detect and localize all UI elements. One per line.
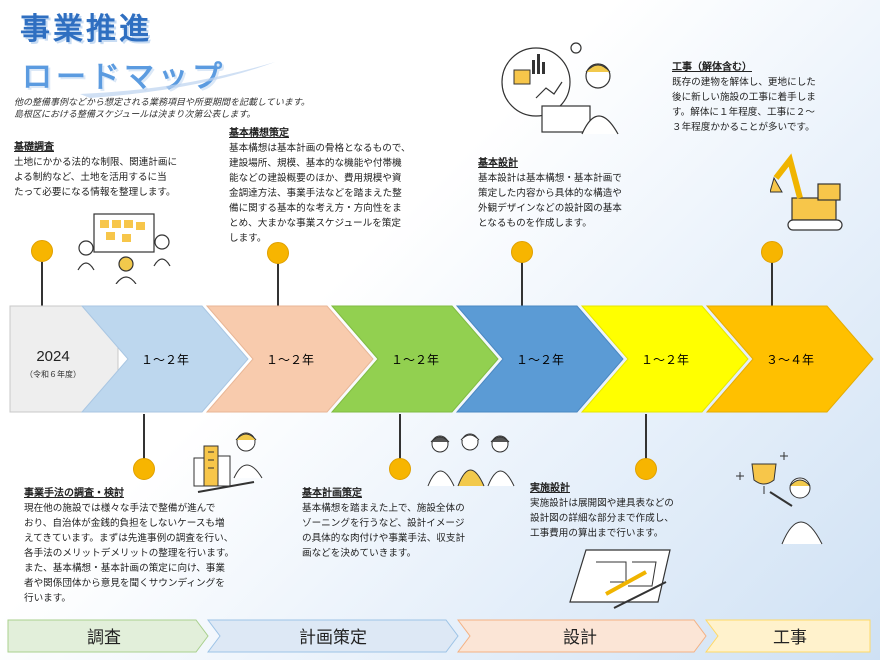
step-text: 行います。 xyxy=(24,593,72,604)
timeline-chevron xyxy=(205,305,374,413)
timeline-chevron xyxy=(80,305,249,413)
connector-line xyxy=(771,262,773,306)
milestone-dot xyxy=(635,458,657,480)
timeline-chevron xyxy=(330,305,499,413)
phase-label: 設計 xyxy=(563,628,597,648)
step-text: 能などの建設概要のほか、費用規模や資 xyxy=(229,173,402,184)
meeting-people-illustration xyxy=(77,213,171,284)
step-method-survey: 事業手法の調査・検討 現在他の施設では様々な手法で整備が進んで おり、自治体が金… xyxy=(24,486,294,606)
phase-chevron xyxy=(207,619,459,653)
step-heading: 工事（解体含む） xyxy=(672,62,752,73)
step-heading: 事業手法の調査・検討 xyxy=(24,488,124,499)
timeline-chevrons: 2024 （令和６年度） １～２年 １～２年 １～２年 １～２年 １～２年 ３～… xyxy=(9,305,874,413)
step-text: 備に関する基本的な考え方・方向性をま xyxy=(229,203,402,214)
analysis-worker-illustration xyxy=(501,42,619,135)
step-text: 各手法のメリットデメリットの整理を行います。 xyxy=(24,548,235,559)
step-text: たって必要になる情報を整理します。 xyxy=(14,187,176,198)
phase-chevron xyxy=(7,619,209,653)
duration-label: １～２年 xyxy=(516,353,564,367)
milestone-dot xyxy=(761,241,783,263)
timeline-chevron xyxy=(580,305,749,413)
intro-note: 他の整備事例などから想定される業務項目や所要期間を記載しています。 島根区におけ… xyxy=(14,97,354,121)
duration-label: １～２年 xyxy=(141,353,189,367)
step-construction: 工事（解体含む） 既存の建物を解体し、更地にした 後に新しい施設の工事に着手しま… xyxy=(672,60,872,135)
engineers-team-illustration xyxy=(427,433,515,487)
blueprint-illustration xyxy=(569,549,671,609)
timeline-start-sub: （令和６年度） xyxy=(25,369,81,379)
timeline-chevron xyxy=(455,305,624,413)
step-text: 外観デザインなどの設計図の基本 xyxy=(478,203,622,214)
duration-label: １～２年 xyxy=(391,353,439,367)
step-text: します。 xyxy=(229,233,267,244)
milestone-dot xyxy=(389,458,411,480)
step-detailed-design: 実施設計 実施設計は展開図や建具表などの 設計図の詳細な部分まで作成し、 工事費… xyxy=(530,481,730,541)
connector-line xyxy=(143,414,145,460)
trophy-person-illustration xyxy=(736,452,823,545)
phase-label: 工事 xyxy=(773,628,807,648)
phase-label: 調査 xyxy=(87,628,121,648)
intro-note-line2: 島根区における整備スケジュールは決まり次第公表します。 xyxy=(14,110,256,120)
connector-line xyxy=(399,414,401,460)
step-text: 基本構想は基本計画の骨格となるもので、 xyxy=(229,143,411,154)
step-basic-survey: 基礎調査 土地にかかる法的な制限、関連計画に よる制約など、土地を活用するに当 … xyxy=(14,140,224,200)
duration-label: ３～４年 xyxy=(766,353,814,367)
intro-note-line1: 他の整備事例などから想定される業務項目や所要期間を記載しています。 xyxy=(14,98,310,108)
step-text: 実施設計は展開図や建具表などの xyxy=(530,498,674,509)
step-text: 設計図の詳細な部分まで作成し、 xyxy=(530,513,674,524)
step-text: おり、自治体が金銭的負担をしないケースも増 xyxy=(24,518,225,529)
step-text: えてきています。まずは先進事例の調査を行い、 xyxy=(24,533,234,544)
step-text: 工事費用の算出まで行います。 xyxy=(530,528,664,539)
step-heading: 基本計画策定 xyxy=(302,488,362,499)
page-title: 事業推進 xyxy=(20,12,152,47)
phase-bar: 調査 計画策定 設計 工事 xyxy=(7,619,871,653)
step-heading: 基礎調査 xyxy=(14,142,54,153)
phase-chevron xyxy=(457,619,707,653)
duration-label: １～２年 xyxy=(641,353,689,367)
phase-label: 計画策定 xyxy=(299,628,367,648)
step-text: 策定した内容から具体的な構造や xyxy=(478,188,622,199)
step-text: 基本構想を踏まえた上で、施設全体の xyxy=(302,503,465,514)
timeline-start-year: 2024 xyxy=(36,348,69,365)
step-heading: 基本構想策定 xyxy=(229,128,289,139)
step-heading: 基本設計 xyxy=(478,158,518,169)
milestone-dot xyxy=(511,241,533,263)
step-heading: 実施設計 xyxy=(530,483,570,494)
step-basic-design: 基本設計 基本設計は基本構想・基本計画で 策定した内容から具体的な構造や 外観デ… xyxy=(478,156,678,231)
step-text: ゾーニングを行うなど、設計イメージ xyxy=(302,518,465,529)
connector-line xyxy=(521,262,523,306)
step-text: 金調達方法、事業手法などを踏まえた整 xyxy=(229,188,402,199)
step-text: よる制約など、土地を活用するに当 xyxy=(14,172,167,183)
step-text: す。解体に１年程度、工事に２～ xyxy=(672,107,815,118)
step-text: また、基本構想・基本計画の策定に向け、事業 xyxy=(24,563,225,574)
step-text: の具体的な肉付けや事業手法、収支計 xyxy=(302,533,466,544)
buildings-worker-illustration xyxy=(193,432,263,493)
connector-line xyxy=(645,414,647,460)
timeline-chevron xyxy=(705,305,874,413)
connector-line xyxy=(41,262,43,306)
step-text: 土地にかかる法的な制限、関連計画に xyxy=(14,157,178,168)
step-text: とめ、大まかな事業スケジュールを策定 xyxy=(229,218,402,229)
step-text: 既存の建物を解体し、更地にした xyxy=(672,77,816,88)
step-text: 基本設計は基本構想・基本計画で xyxy=(478,173,622,184)
step-text: ３年程度かかることが多いです。 xyxy=(672,122,815,133)
step-basic-concept: 基本構想策定 基本構想は基本計画の骨格となるもので、 建設場所、規模、基本的な機… xyxy=(229,126,469,246)
milestone-dot xyxy=(31,240,53,262)
step-text: となるものを作成します。 xyxy=(478,218,592,229)
phase-chevron xyxy=(705,619,871,653)
page-subtitle: ロードマップ xyxy=(22,60,226,95)
excavator-illustration xyxy=(770,153,843,231)
milestone-dot xyxy=(267,242,289,264)
title-swoosh-decoration xyxy=(80,62,275,98)
step-text: 現在他の施設では様々な手法で整備が進んで xyxy=(24,503,216,514)
step-text: 後に新しい施設の工事に着手しま xyxy=(672,92,816,103)
step-text: 画などを決めていきます。 xyxy=(302,548,417,559)
duration-label: １～２年 xyxy=(266,353,314,367)
step-text: 建設場所、規模、基本的な機能や付帯機 xyxy=(229,158,402,169)
step-text: 者や関係団体から意見を聞くサウンディングを xyxy=(24,578,225,589)
step-basic-plan: 基本計画策定 基本構想を踏まえた上で、施設全体の ゾーニングを行うなど、設計イメ… xyxy=(302,486,522,561)
milestone-dot xyxy=(133,458,155,480)
connector-line xyxy=(277,262,279,306)
